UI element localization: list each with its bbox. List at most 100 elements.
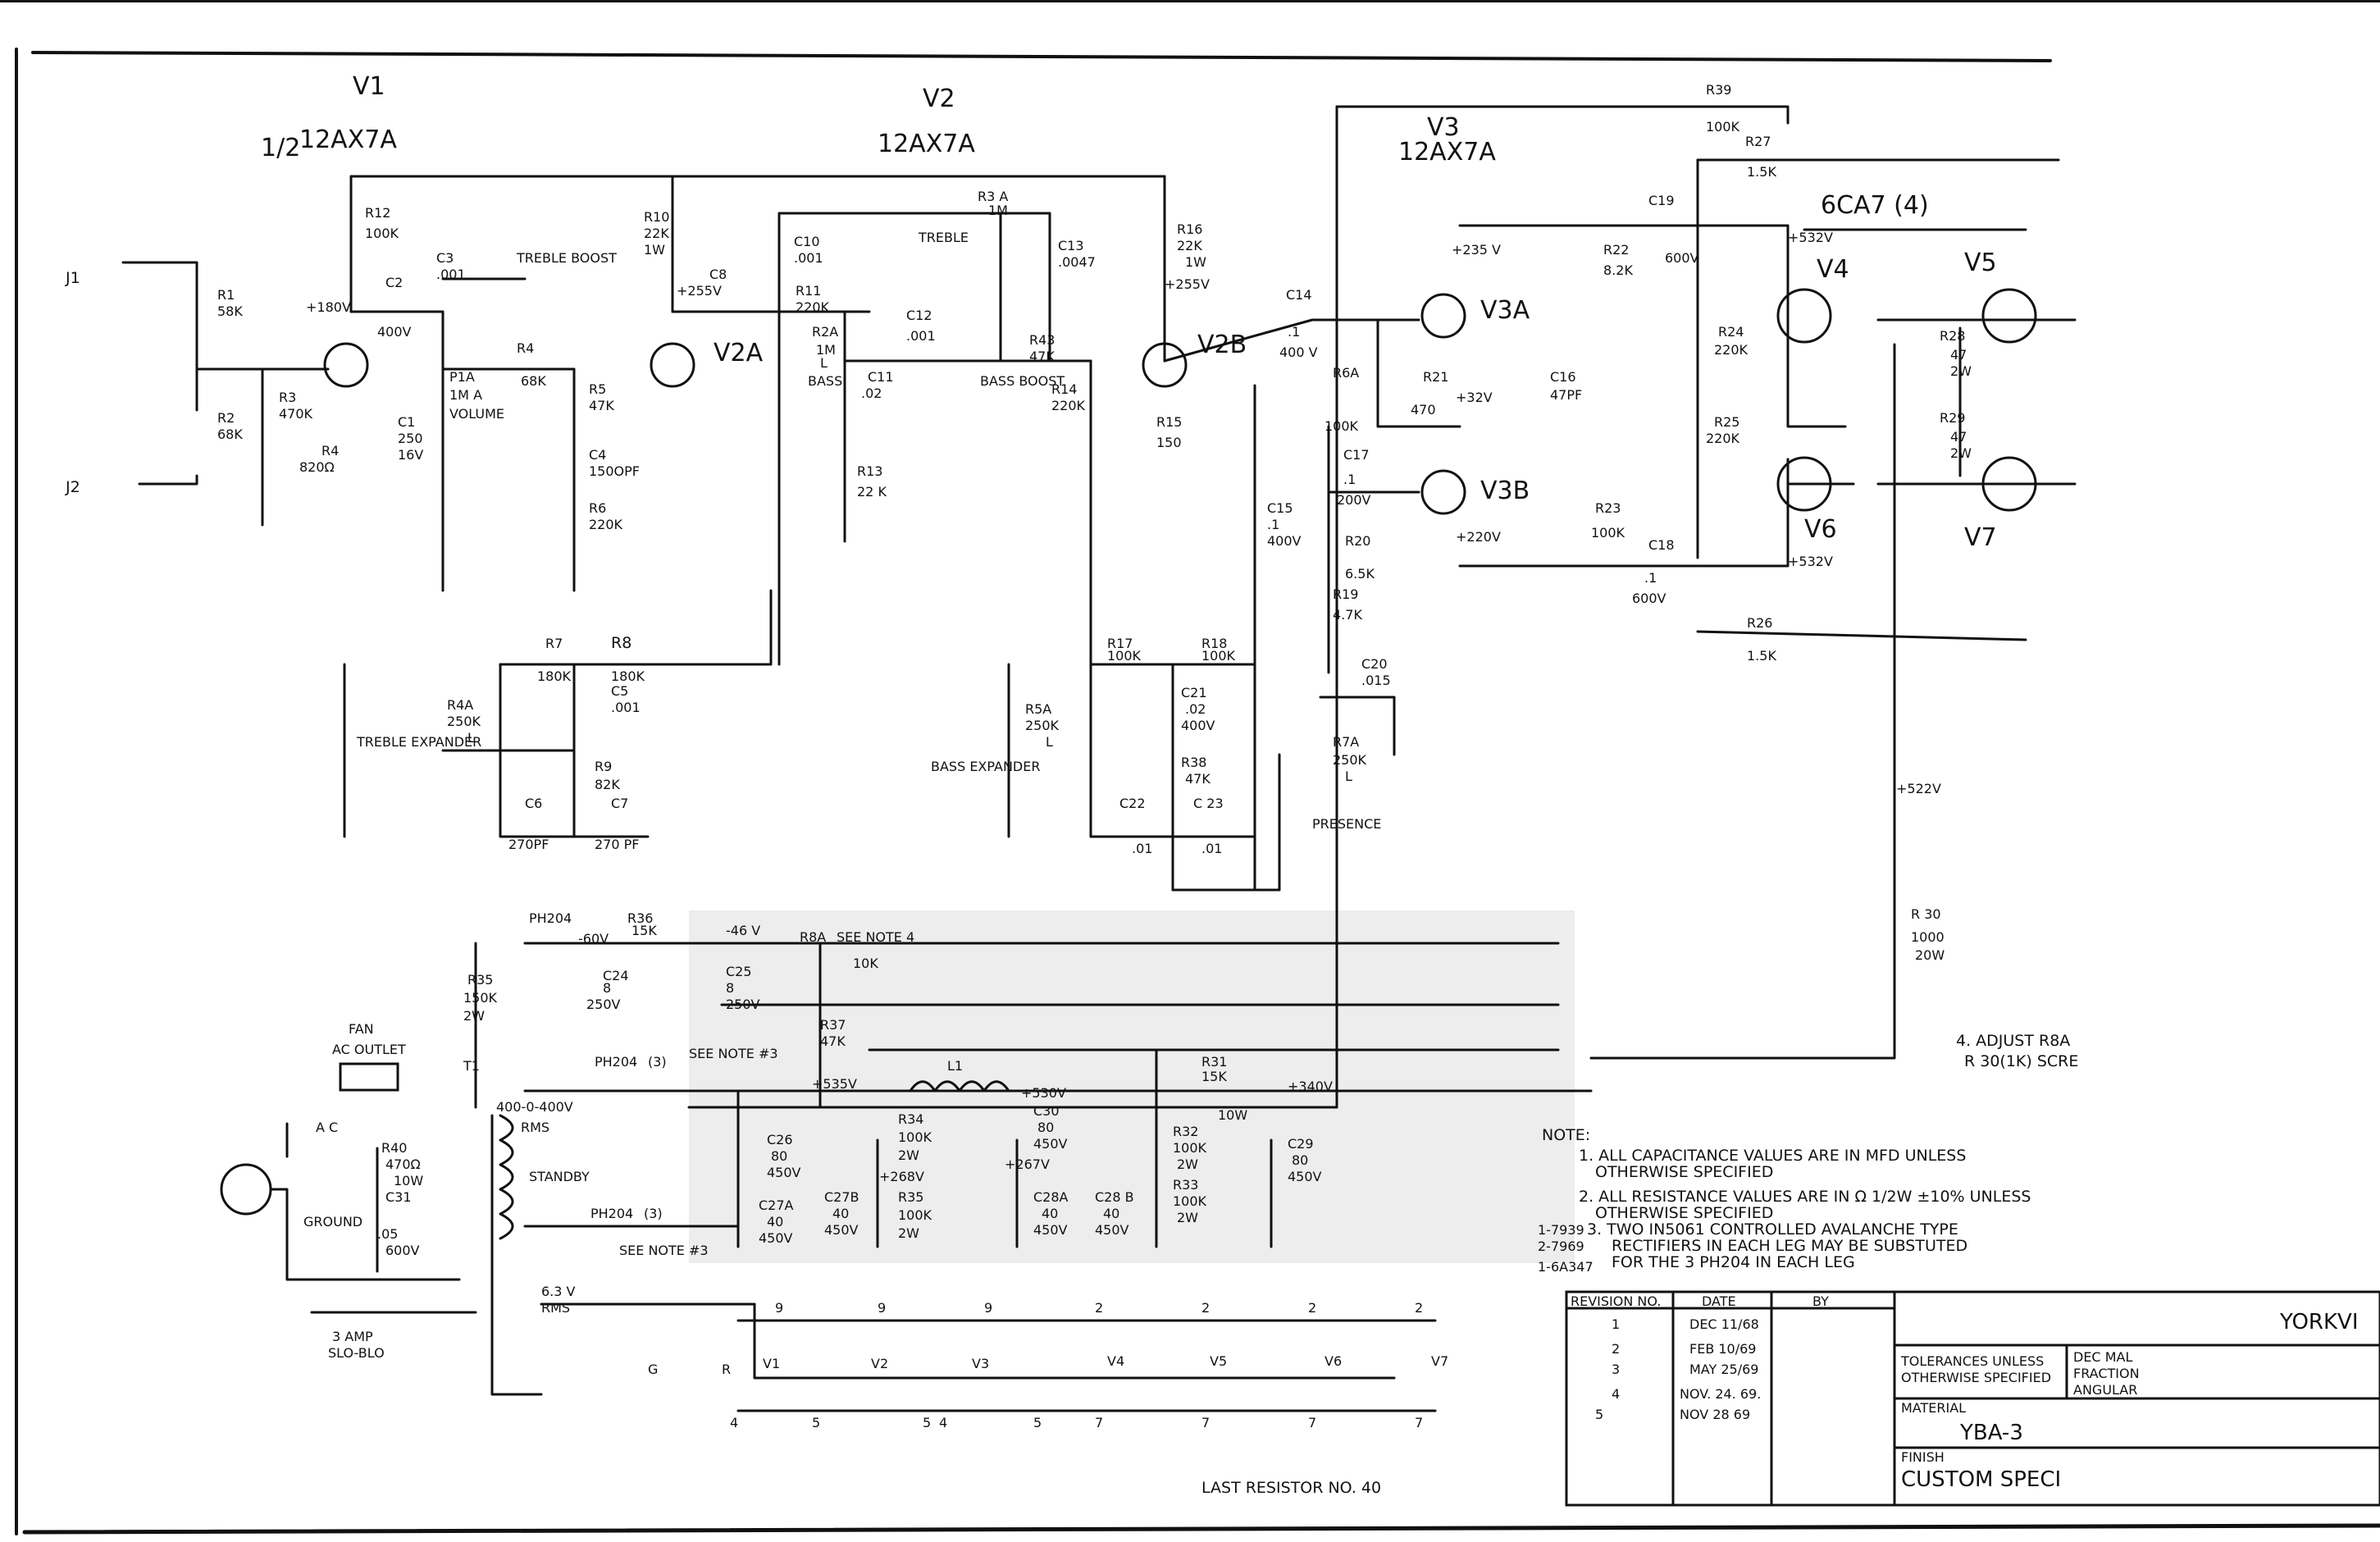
- c24-value: 8: [603, 980, 611, 996]
- heater-pin-bottom-1: 4: [730, 1415, 738, 1430]
- r4k-value: 820Ω: [299, 459, 335, 475]
- p1a-value: 1M A: [449, 387, 482, 403]
- r25-label: R25: [1714, 414, 1739, 430]
- c17-label: C17: [1343, 447, 1370, 463]
- r39-label: R39: [1706, 82, 1731, 98]
- c22-value: .01: [1132, 841, 1152, 856]
- r39-value: 100K: [1706, 119, 1740, 135]
- rev-row-4-no: 4: [1612, 1386, 1620, 1402]
- r34-value: 100K: [898, 1129, 932, 1145]
- r8a-label: R8A: [800, 929, 826, 945]
- c31-label: C31: [385, 1189, 412, 1205]
- r10-value: 22K: [644, 226, 669, 241]
- ac-switch-label: A C: [316, 1120, 338, 1135]
- r36-label: R36: [627, 910, 653, 926]
- c1-value-2: 16V: [398, 447, 423, 463]
- heater-v3-label: V3: [972, 1356, 989, 1371]
- v7-tube: [1981, 456, 2037, 512]
- r10-label: R10: [644, 209, 669, 225]
- r37-value: 47K: [820, 1033, 846, 1049]
- c26-label: C26: [767, 1132, 793, 1147]
- c28b-label: C28 B: [1095, 1189, 1134, 1205]
- treble-expander-label: TREBLE EXPANDER: [356, 734, 481, 750]
- side-note-3: 1-6A347: [1538, 1259, 1594, 1275]
- standby-label: STANDBY: [529, 1169, 590, 1184]
- c2-value: 400V: [377, 324, 412, 340]
- r34-label: R34: [898, 1111, 923, 1127]
- r5a-taper: L: [1046, 734, 1053, 750]
- r27-value: 1.5K: [1747, 164, 1776, 180]
- r16-watt: 1W: [1185, 254, 1206, 270]
- rev-row-4-date: NOV. 24. 69.: [1680, 1386, 1761, 1402]
- r11-value: 220K: [796, 299, 830, 315]
- c7-value: 270 PF: [595, 837, 639, 852]
- fuse-type: SLO-BLO: [328, 1345, 385, 1361]
- v255a-label: +255V: [677, 283, 722, 299]
- c25-value: 8: [726, 980, 734, 996]
- v268-label: +268V: [879, 1169, 924, 1184]
- r4k-label: R4: [321, 443, 339, 458]
- v60-label: -60V: [578, 931, 609, 947]
- r17-value: 100K: [1107, 648, 1142, 664]
- r2a-label: R2A: [812, 324, 838, 340]
- tolerance-label-2: OTHERWISE SPECIFIED: [1901, 1370, 2051, 1385]
- rev-row-3-date: MAY 25/69: [1689, 1362, 1758, 1377]
- psu-shaded-region: [689, 910, 1575, 1263]
- r3a-label: R3 A: [978, 189, 1008, 204]
- c23-label: C 23: [1193, 796, 1224, 811]
- v3b-label: V3B: [1480, 477, 1530, 505]
- fan-outlet: [339, 1062, 399, 1092]
- r1-label: R1: [217, 287, 235, 303]
- c14-voltage: 400 V: [1279, 344, 1318, 360]
- c11-value: .02: [861, 386, 882, 401]
- angular-label: ANGULAR: [2073, 1382, 2137, 1398]
- v220-label: +220V: [1456, 529, 1501, 545]
- r35b-label: R35: [467, 972, 493, 988]
- c10-value: .001: [794, 250, 823, 266]
- transformer-winding: [499, 1114, 514, 1240]
- t1-label: T1: [463, 1058, 480, 1074]
- r7a-line: [1171, 753, 1281, 892]
- volume-label: VOLUME: [449, 406, 504, 422]
- fuse-label: 3 AMP: [332, 1329, 373, 1344]
- v535-label: +535V: [812, 1076, 857, 1092]
- r35-label: R35: [898, 1189, 923, 1205]
- c17-value: .1: [1343, 472, 1356, 487]
- heater-pin-top-1: 9: [775, 1300, 783, 1316]
- r27-label: R27: [1745, 134, 1771, 149]
- c16-label: C16: [1550, 369, 1576, 385]
- c29-voltage: 450V: [1288, 1169, 1322, 1184]
- r32-watt: 2W: [1177, 1156, 1198, 1172]
- r4a-value: 250K: [447, 714, 481, 729]
- v4-label: V4: [1817, 255, 1849, 284]
- r7-label: R7: [545, 636, 563, 651]
- r7-value: 180K: [537, 668, 572, 684]
- r3a-value: 1M: [988, 203, 1008, 218]
- c27b-value: 40: [832, 1206, 849, 1221]
- c18-bus: [1704, 458, 1790, 568]
- c15-value: .1: [1267, 517, 1279, 532]
- r20-label: R20: [1345, 533, 1370, 549]
- r19-label: R19: [1333, 586, 1358, 602]
- r24-label: R24: [1718, 324, 1744, 340]
- note-3c: FOR THE 3 PH204 IN EACH LEG: [1612, 1253, 1855, 1271]
- heater-pin-top-7: 2: [1415, 1300, 1423, 1316]
- bass-label: BASS: [808, 373, 842, 389]
- r34-watt: 2W: [898, 1147, 919, 1163]
- rev-col-date: DATE: [1702, 1293, 1736, 1309]
- c19-label: C19: [1648, 193, 1675, 208]
- r17-label: R17: [1107, 636, 1133, 651]
- v6-tube: [1776, 456, 1832, 512]
- r13-label: R13: [857, 463, 882, 479]
- heater-pin-bottom-3: 5: [923, 1415, 931, 1430]
- r31-value: 15K: [1201, 1069, 1227, 1084]
- r10-watt: 1W: [644, 242, 665, 258]
- v3b-tube: [1420, 469, 1466, 515]
- v1-type-label: 12AX7A: [299, 125, 397, 154]
- heater-v7-label: V7: [1431, 1353, 1448, 1369]
- v2a-tube: [650, 342, 695, 388]
- heater-pin-top-5: 2: [1201, 1300, 1210, 1316]
- v340-label: +340V: [1288, 1079, 1333, 1094]
- c13-line: [1048, 212, 1092, 363]
